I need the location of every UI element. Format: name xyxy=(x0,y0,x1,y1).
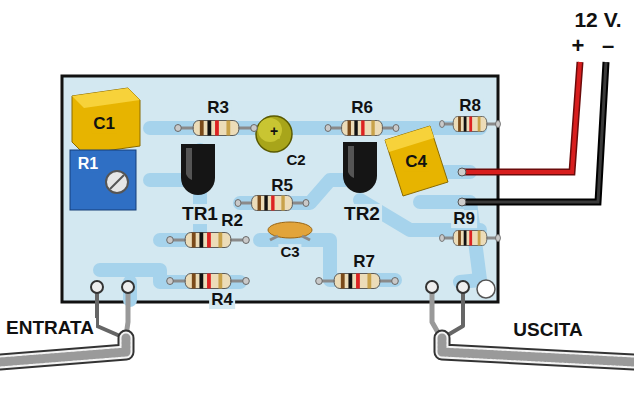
connector-label: USCITA xyxy=(511,320,584,340)
part-label: R8 xyxy=(457,97,483,115)
part-label: C4 xyxy=(403,153,429,171)
polarity-mark: – xyxy=(600,34,616,57)
part-label: R7 xyxy=(351,253,377,271)
part-label: R2 xyxy=(219,212,245,230)
part-label: R9 xyxy=(451,210,477,228)
part-label: R3 xyxy=(205,99,231,117)
part-label: R1 xyxy=(76,156,100,173)
part-label: C3 xyxy=(278,244,301,260)
voltage-label: 12 V. xyxy=(572,9,623,31)
part-label: TR1 xyxy=(180,204,220,224)
part-label: C1 xyxy=(91,115,117,133)
part-label: R4 xyxy=(209,291,235,309)
connector-label: ENTRATA xyxy=(4,318,96,338)
part-label: C2 xyxy=(284,152,307,168)
part-label: R5 xyxy=(269,177,295,195)
polarity-mark: + xyxy=(570,34,587,57)
polarity-mark: + xyxy=(268,124,280,139)
part-label: TR2 xyxy=(342,204,382,224)
part-label: R6 xyxy=(349,99,375,117)
